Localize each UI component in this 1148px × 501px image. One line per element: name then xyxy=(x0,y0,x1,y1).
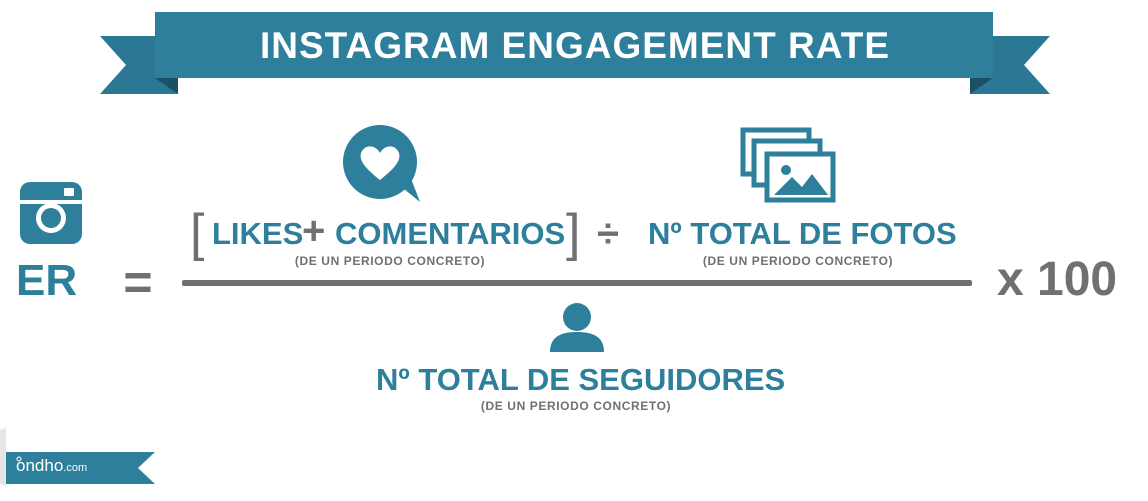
equals-sign: = xyxy=(123,254,153,310)
instagram-icon xyxy=(20,182,82,244)
plus-sign: + xyxy=(302,209,326,253)
ondho-logo-text: ondho.com xyxy=(16,456,87,476)
likes-term: LIKES xyxy=(212,216,304,251)
photos-subtitle: (DE UN PERIODO CONCRETO) xyxy=(702,254,894,268)
title-banner xyxy=(100,12,1050,94)
followers-subtitle: (DE UN PERIODO CONCRETO) xyxy=(480,399,672,413)
comments-term: COMENTARIOS xyxy=(335,216,566,251)
ondho-logo-name: ondho xyxy=(16,456,64,475)
banner-title: INSTAGRAM ENGAGEMENT RATE xyxy=(259,25,890,66)
banner-fold-right xyxy=(970,78,993,94)
er-label: ER xyxy=(16,256,78,305)
photos-term: Nº TOTAL DE FOTOS xyxy=(648,216,957,251)
banner-fold-left xyxy=(155,78,178,94)
ondho-logo-ribbon xyxy=(0,428,155,486)
likes-comments-subtitle: (DE UN PERIODO CONCRETO) xyxy=(294,254,486,268)
multiplier: x 100 xyxy=(997,253,1118,306)
open-bracket: [ xyxy=(190,204,205,262)
banner-body xyxy=(155,12,993,78)
divide-sign: ÷ xyxy=(597,212,619,256)
fraction-bar xyxy=(182,280,972,286)
ondho-logo-suffix: .com xyxy=(63,462,88,474)
followers-term: Nº TOTAL DE SEGUIDORES xyxy=(376,362,786,397)
heart-speech-icon xyxy=(343,125,420,202)
close-bracket: ] xyxy=(566,204,581,262)
photo-stack-icon xyxy=(740,127,836,203)
user-icon xyxy=(550,303,604,352)
